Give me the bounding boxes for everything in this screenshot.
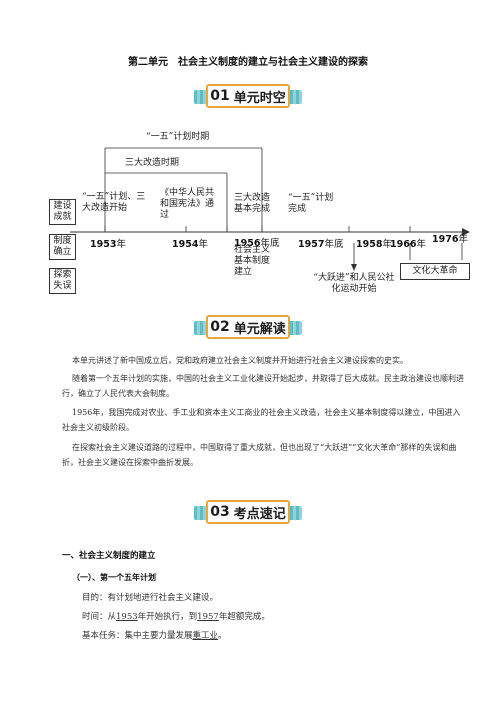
section-label: 考点速记 (233, 506, 286, 522)
event-socialist-system: 社会主义基本制度建立 (234, 245, 271, 277)
section-number: 01 (210, 88, 230, 104)
year-1957: 1957年底 (298, 239, 344, 250)
point-task: 基本任务：集中主要力量发展重工业。 (82, 631, 227, 641)
interpretation-paragraph-1: 本单元讲述了新中国成立后，党和政府建立社会主义制度并开始进行社会主义建设探索的史… (72, 356, 408, 365)
interpretation-paragraph-2: 随着第一个五年计划的实施，中国的社会主义工业化建设开始起步，并取得了巨大成就。民… (62, 374, 464, 398)
section-label: 单元解读 (233, 321, 286, 337)
bracket-label-five-year-plan: “一五”计划时期 (146, 132, 210, 142)
label-system: 制度确立 (49, 234, 76, 260)
five-year-plan-bracket (104, 147, 263, 232)
year-1954: 1954年 (172, 239, 208, 250)
label-construction: 建设成就 (49, 199, 76, 225)
underline-1957: 1957 (197, 612, 219, 622)
event-1953: “一五”计划、三大改造开始 (82, 192, 146, 213)
point-purpose: 目的：有计划地进行社会主义建设。 (82, 593, 219, 603)
section-label: 单元时空 (233, 90, 286, 106)
interpretation-paragraph-4: 在探索社会主义建设道路的过程中，中国取得了重大成就，但也出现了“大跃进”“文化大… (62, 443, 457, 467)
heading-first-five-year-plan: （一）、第一个五年计划 (72, 573, 156, 582)
heading-socialist-system: 一、社会主义制度的建立 (62, 551, 156, 561)
event-1957: “一五”计划完成 (288, 193, 334, 214)
section-number: 02 (210, 319, 230, 335)
axis-arrow (462, 228, 470, 236)
year-1958: 1958年 (356, 239, 392, 250)
year-1976: 1976年 (432, 234, 468, 245)
page-title: 第二单元 社会主义制度的建立与社会主义建设的探索 (128, 57, 368, 68)
section-banner-key-points: 03 考点速记 (194, 500, 302, 524)
event-1956: 三大改造基本完成 (234, 193, 271, 214)
underline-heavy-industry: 重工业 (192, 631, 219, 641)
label-mistakes: 探索失误 (49, 268, 76, 294)
year-1953: 1953年 (90, 239, 126, 250)
year-1956: 1956年底 (234, 238, 280, 249)
banner-plate: 03 考点速记 (206, 500, 290, 524)
section-number: 03 (210, 504, 230, 520)
event-cultural-revolution: 文化大革命 (400, 263, 470, 280)
underline-1953: 1953 (116, 612, 138, 622)
year-1966: 1966年 (390, 239, 426, 250)
section-banner-timeline: 01 单元时空 (194, 84, 302, 108)
section-banner-interpretation: 02 单元解读 (194, 315, 302, 339)
event-1954: 《中华人民共和国宪法》通过 (160, 188, 215, 220)
banner-plate: 02 单元解读 (206, 315, 290, 339)
socialist-transformation-bracket (105, 172, 228, 232)
point-time: 时间：从1953年开始执行，到1957年超额完成。 (82, 612, 270, 622)
interpretation-paragraph-3: 1956年，我国完成对农业、手工业和资本主义工商业的社会主义改造，社会主义基本制… (62, 408, 461, 432)
event-great-leap: “大跃进”和人民公社化运动开始 (313, 273, 395, 294)
banner-plate: 01 单元时空 (206, 84, 290, 108)
bracket-label-transformation: 三大改造时期 (125, 158, 180, 168)
year-ticks (104, 226, 411, 232)
